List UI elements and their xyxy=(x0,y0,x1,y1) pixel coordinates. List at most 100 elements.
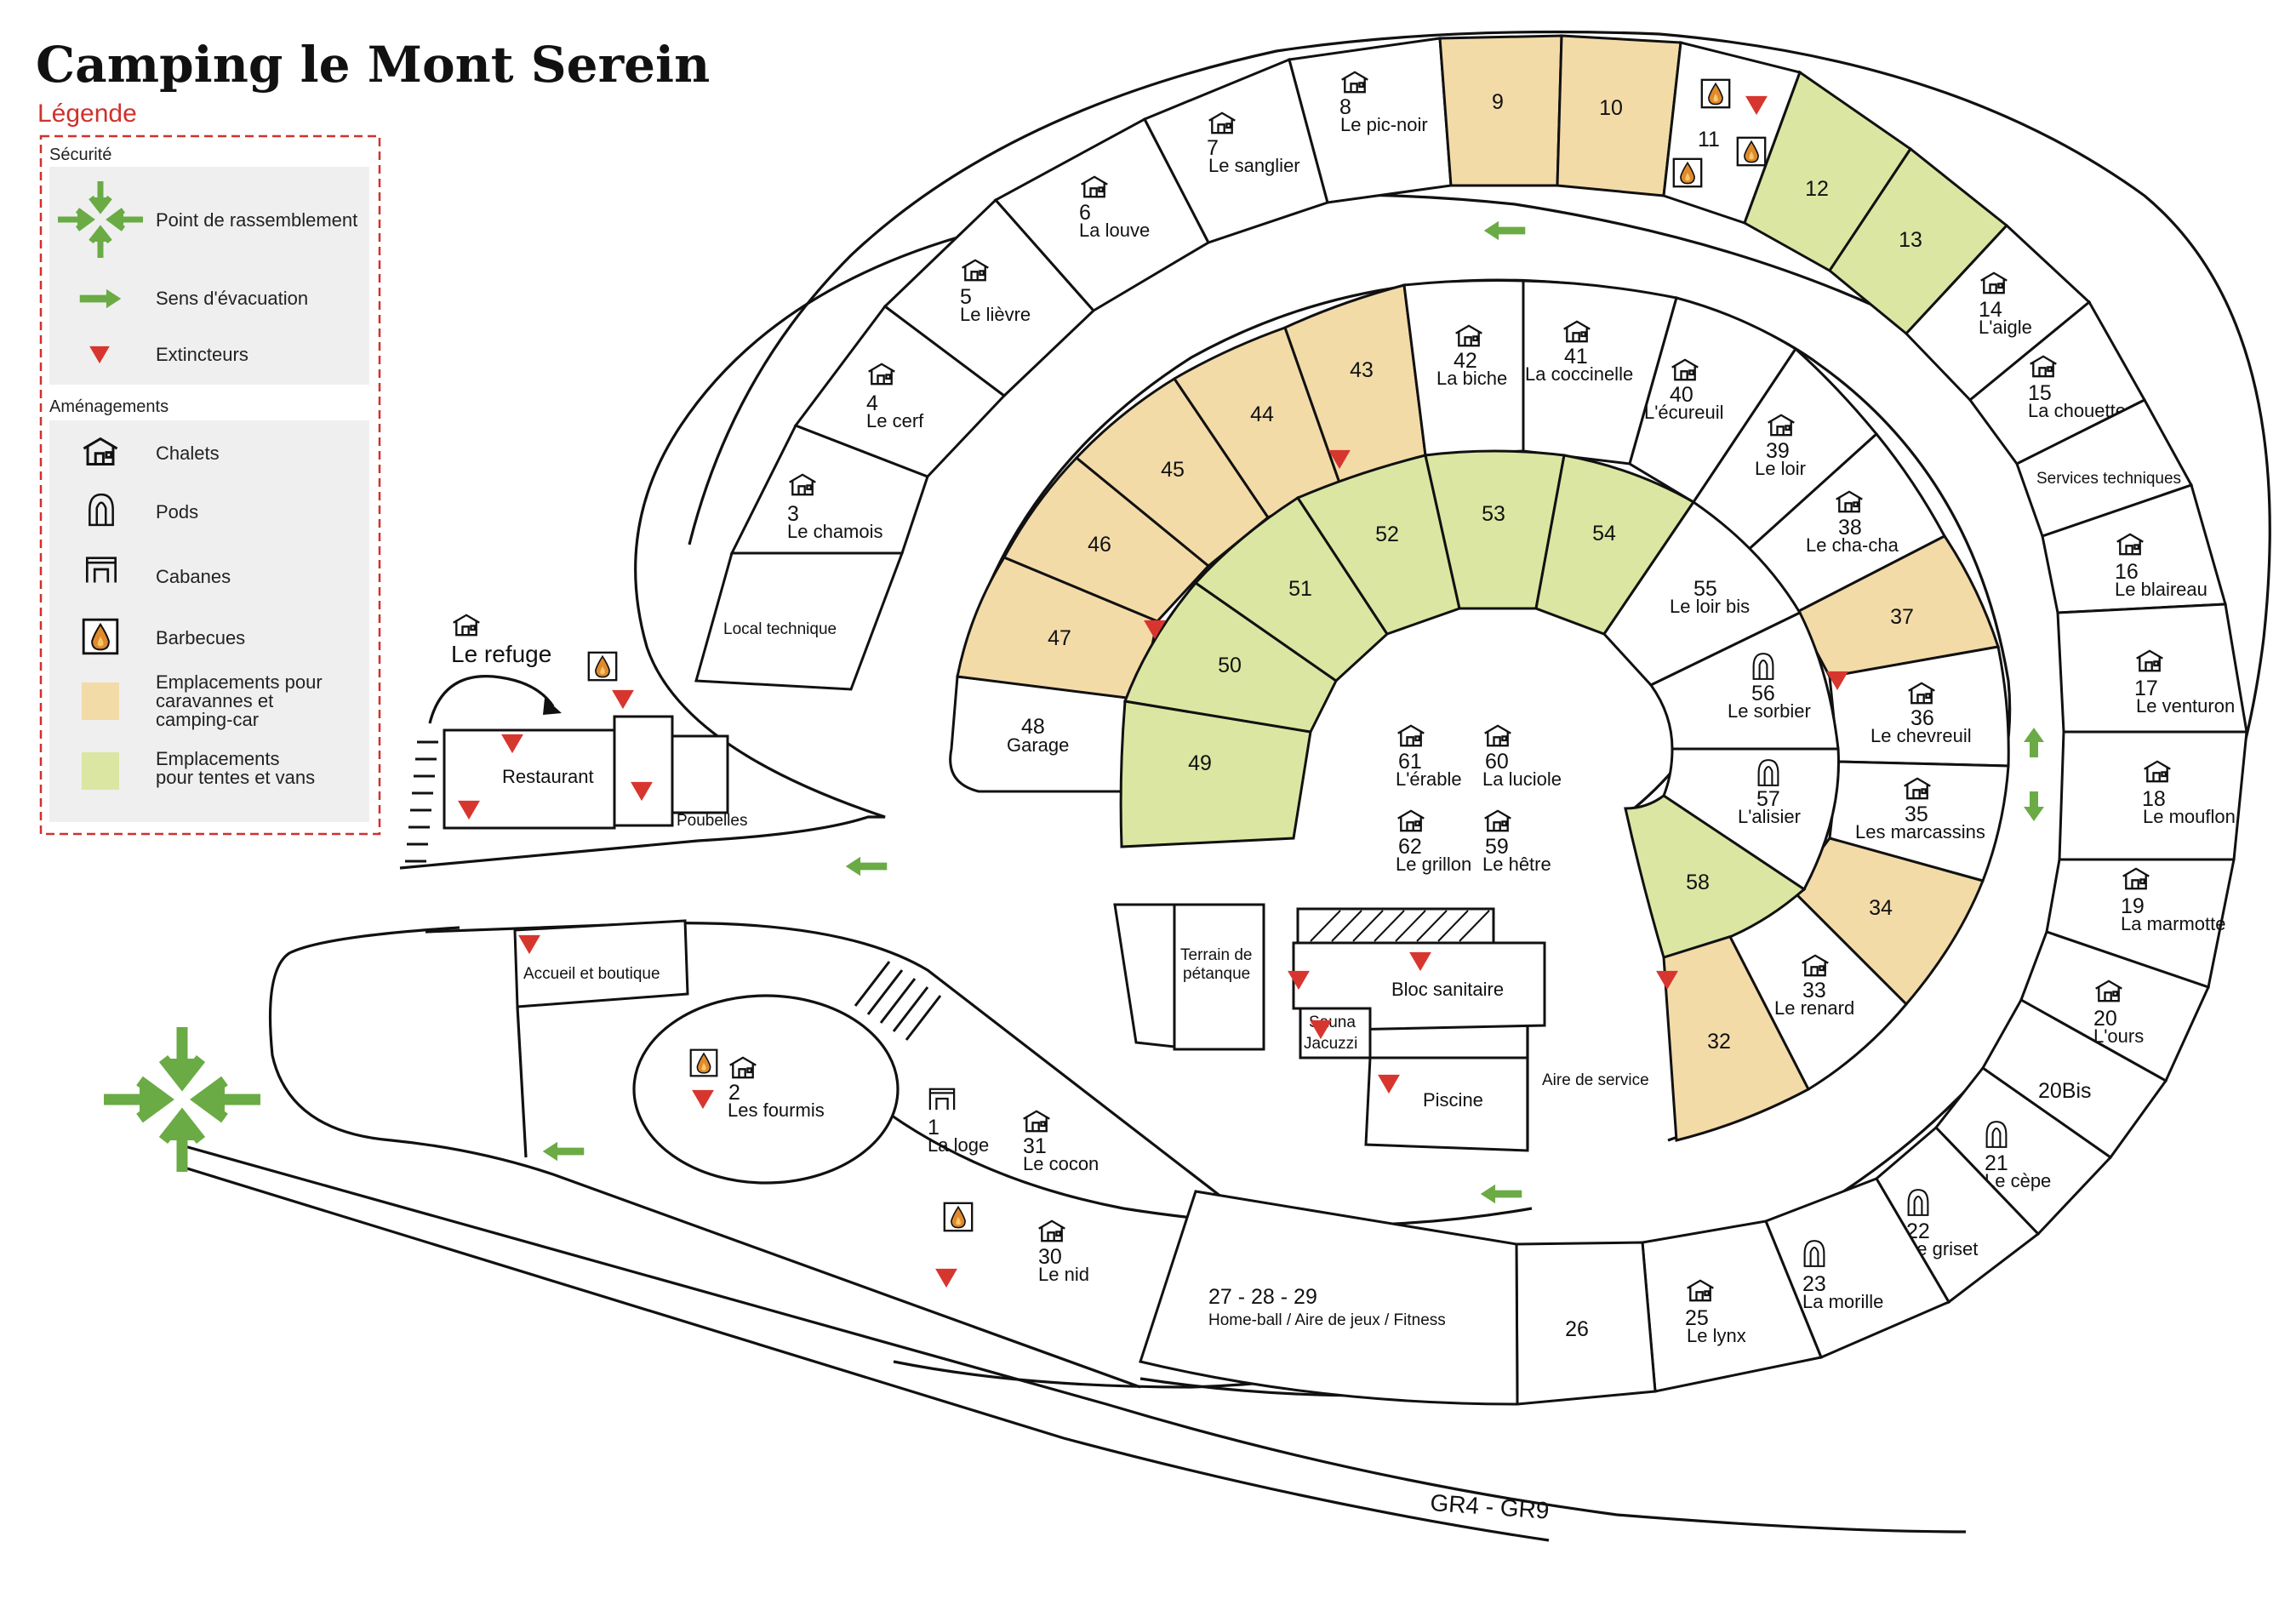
lot-number: 57 xyxy=(1756,787,1780,811)
lot-number: 2 xyxy=(728,1081,740,1105)
legend-tent-1: Emplacements xyxy=(156,748,280,769)
legend-evacuation: Sens d'évacuation xyxy=(156,288,308,309)
title-block: Camping le Mont Serein Légende xyxy=(36,36,710,128)
local-technique-label: Local technique xyxy=(723,620,837,638)
lot-name: Garage xyxy=(1007,734,1069,756)
evacuation-arrow-icon xyxy=(1483,220,1526,241)
barbecue-icon xyxy=(82,618,119,655)
lot-27-28-29[interactable] xyxy=(1139,1190,1519,1406)
lot-number: 27 - 28 - 29 xyxy=(1208,1285,1317,1309)
chalet-name: Le grillon xyxy=(1396,854,1471,875)
lot-number: 4 xyxy=(866,391,878,415)
jacuzzi-label: Jacuzzi xyxy=(1304,1035,1357,1053)
legend: Sécurité Point de rassemblement Sens d'é… xyxy=(39,134,381,836)
lot-number: 48 xyxy=(1021,715,1045,739)
extinguisher-icon xyxy=(612,689,634,710)
chalet-icon xyxy=(1022,1110,1051,1133)
map-title: Camping le Mont Serein xyxy=(36,36,710,94)
middle-ring: 48 Garage 47 46 45 44 43 42 La biche 41 … xyxy=(949,279,2010,1142)
lot-number: 56 xyxy=(1751,682,1775,705)
lot-name: Les marcassins xyxy=(1855,821,1985,842)
lot-number: 15 xyxy=(2028,381,2052,405)
lot-number: 3 xyxy=(787,502,799,526)
legend-caravan-1: Emplacements pour xyxy=(156,671,323,693)
building-accueil[interactable] xyxy=(513,919,689,1008)
chalet-number: 61 xyxy=(1398,750,1422,774)
lot-number: 53 xyxy=(1482,502,1505,526)
chalet-icon xyxy=(1396,724,1425,747)
evacuation-arrows xyxy=(542,220,2044,1204)
lot-name: Le lièvre xyxy=(960,304,1031,325)
legend-caravan-3: camping-car xyxy=(156,709,259,730)
roof-hatching xyxy=(1310,910,1490,942)
lot-name: Le sorbier xyxy=(1728,700,1811,722)
crosswalk xyxy=(854,961,942,1041)
lot-name: La morille xyxy=(1802,1291,1883,1312)
legend-amenities-heading: Aménagements xyxy=(49,397,168,416)
legend-pods: Pods xyxy=(156,501,198,523)
lot-number: 18 xyxy=(2142,787,2166,811)
lot-number: 20 xyxy=(2093,1007,2117,1031)
chalet-number: 62 xyxy=(1398,835,1422,859)
lot-name: La loge xyxy=(928,1134,989,1156)
chalet-name: La luciole xyxy=(1482,768,1562,790)
lot-57[interactable] xyxy=(1662,747,1840,892)
caravan-swatch xyxy=(82,682,119,720)
lot-number: 47 xyxy=(1048,626,1071,650)
lot-48[interactable] xyxy=(949,675,1142,793)
lot-name: Les fourmis xyxy=(728,1099,825,1121)
legend-barbecues: Barbecues xyxy=(156,627,245,648)
legend-caravan-2: caravannes et xyxy=(156,690,273,711)
lot-name: Le venturon xyxy=(2136,695,2235,717)
lot-49[interactable] xyxy=(1119,700,1312,848)
building-petanque[interactable] xyxy=(1173,903,1265,1051)
lot-number: 21 xyxy=(1985,1151,2008,1175)
barbecue-icon xyxy=(1672,157,1703,188)
lot-number: 23 xyxy=(1802,1272,1826,1296)
chalet-icon xyxy=(1037,1219,1066,1242)
lot-number: 32 xyxy=(1707,1030,1731,1054)
lot-name: L'aigle xyxy=(1979,317,2032,338)
lot-name: Le cocon xyxy=(1023,1153,1099,1174)
building-sauna[interactable] xyxy=(1299,1007,1372,1059)
building-annex[interactable] xyxy=(613,715,674,827)
building-piscine[interactable] xyxy=(1364,1056,1529,1152)
barbecue-icon xyxy=(587,651,618,682)
central-buildings: Terrain de pétanque Bloc sanitaire Sauna… xyxy=(1113,903,1649,1152)
lot-name: Le sanglier xyxy=(1208,155,1300,176)
lot-name: Le loir bis xyxy=(1670,596,1750,617)
lot-number: 38 xyxy=(1838,516,1862,540)
lot-name: Le loir xyxy=(1755,458,1806,479)
lot-number: 16 xyxy=(2115,560,2139,584)
building-roof xyxy=(1296,907,1495,945)
lot-number: 17 xyxy=(2134,677,2158,700)
lot-number: 43 xyxy=(1350,358,1374,382)
lot-number: 44 xyxy=(1250,403,1274,426)
lot-name: Le lynx xyxy=(1687,1325,1746,1346)
lot-name: Le cha-cha xyxy=(1806,534,1899,556)
tent-swatch xyxy=(82,752,119,790)
petanque-label-2: pétanque xyxy=(1183,965,1250,983)
lot-number: 34 xyxy=(1869,896,1893,920)
lot-name: La biche xyxy=(1436,368,1507,389)
building-poubelles[interactable] xyxy=(671,734,729,814)
lot-number: 13 xyxy=(1899,228,1922,252)
lot-number: 5 xyxy=(960,285,972,309)
lot-32[interactable] xyxy=(1662,930,1811,1142)
center-chalets: 61 L'érable 60 La luciole 62 Le grillon … xyxy=(1396,724,1562,875)
rally-point-icon xyxy=(58,181,143,258)
lot-number: 9 xyxy=(1492,90,1504,114)
lot-number: 33 xyxy=(1802,979,1826,1002)
fourmis-island xyxy=(632,994,900,1185)
lot-name: L'écureuil xyxy=(1644,402,1723,423)
lot-name: Le blaireau xyxy=(2115,579,2207,600)
lot-number: 40 xyxy=(1670,383,1693,407)
lot-number: 42 xyxy=(1454,349,1477,373)
legend-chalets: Chalets xyxy=(156,443,220,464)
lot-58[interactable] xyxy=(1624,794,1807,959)
legend-title: Légende xyxy=(37,100,137,128)
lot-number: 49 xyxy=(1188,751,1212,775)
chalet-icon xyxy=(1483,809,1512,832)
lot-number: 51 xyxy=(1288,577,1312,601)
